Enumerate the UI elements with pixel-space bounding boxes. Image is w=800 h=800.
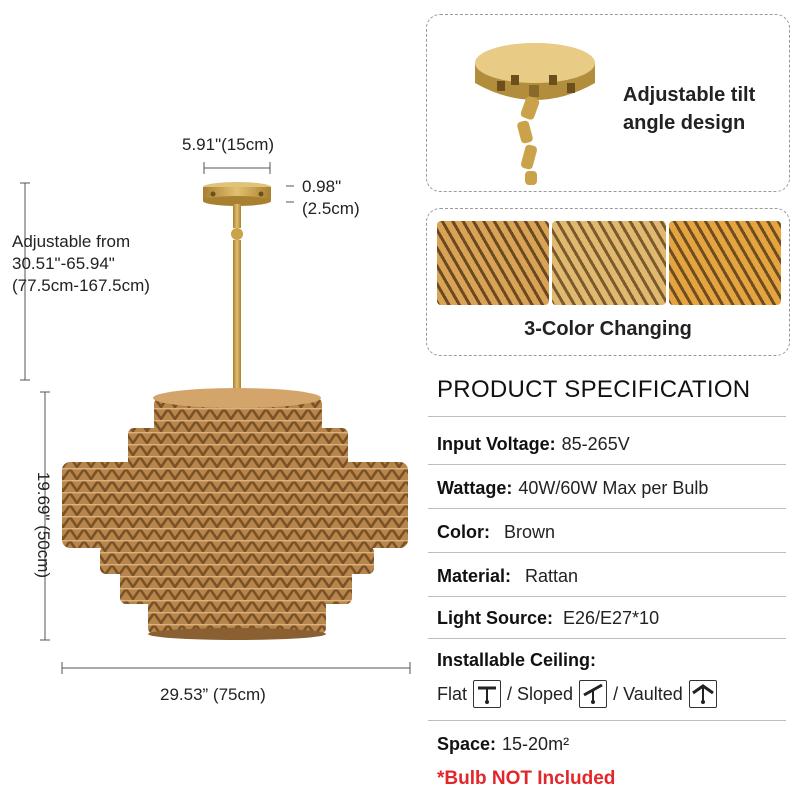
divider bbox=[428, 416, 786, 417]
space-value: 15-20m² bbox=[502, 734, 570, 754]
spec-row-ceiling-types: Flat / Sloped / Vaulted bbox=[437, 680, 785, 708]
ceiling-sloped-label: / Sloped bbox=[507, 683, 574, 704]
tilt-line-1: Adjustable tilt bbox=[623, 84, 756, 106]
spec-row-voltage: Input Voltage: 85-265V bbox=[437, 434, 785, 455]
space-label: Space: bbox=[437, 734, 497, 754]
spec-value: E26/E27*10 bbox=[563, 608, 660, 628]
shade-width-label: 29.53” (75cm) bbox=[160, 685, 266, 704]
divider bbox=[428, 508, 786, 509]
vaulted-ceiling-icon bbox=[688, 680, 717, 708]
spec-row-ceiling-label: Installable Ceiling: bbox=[437, 650, 785, 671]
spec-label: Material: bbox=[437, 566, 512, 586]
pendant-light-illustration bbox=[20, 162, 411, 674]
spec-value: 85-265V bbox=[561, 434, 630, 454]
bulb-not-included-note: *Bulb NOT Included bbox=[437, 768, 616, 789]
divider bbox=[428, 596, 786, 597]
dimension-lines bbox=[20, 162, 411, 674]
spec-label: Input Voltage: bbox=[437, 434, 556, 454]
spec-value: Brown bbox=[504, 522, 556, 542]
divider bbox=[428, 720, 786, 721]
adjustable-line-3: (77.5cm-167.5cm) bbox=[12, 276, 150, 295]
divider bbox=[428, 552, 786, 553]
adjustable-line-2: 30.51"-65.94" bbox=[12, 254, 115, 273]
spec-row-light-source: Light Source: E26/E27*10 bbox=[437, 608, 785, 629]
canopy-height-label: 0.98" (2.5cm) bbox=[302, 176, 360, 220]
tilt-line-2: angle design bbox=[623, 112, 746, 134]
spec-label: Color: bbox=[437, 522, 490, 542]
spec-label: Light Source: bbox=[437, 608, 553, 628]
ceiling-vaulted-label: / Vaulted bbox=[613, 683, 683, 704]
spec-row-space: Space: 15-20m² bbox=[437, 734, 785, 755]
spec-value: Rattan bbox=[525, 566, 579, 586]
adjustable-line-1: Adjustable from bbox=[12, 232, 131, 251]
canopy-closeup-image bbox=[475, 43, 595, 185]
canopy-width-label: 5.91"(15cm) bbox=[182, 135, 275, 154]
neutral-light-photo bbox=[552, 221, 666, 305]
color-changing-label: 3-Color Changing bbox=[524, 318, 692, 340]
spec-row-color: Color: Brown bbox=[437, 522, 785, 543]
tilt-feature-text: Adjustable tilt angle design bbox=[623, 81, 755, 137]
cool-light-photo bbox=[669, 221, 781, 305]
spec-label: Wattage: bbox=[437, 478, 513, 498]
adjustable-length-label: Adjustable from 30.51"-65.94" (77.5cm-16… bbox=[12, 231, 150, 297]
shade-height-label: 19.69" (50cm) bbox=[34, 471, 53, 579]
spec-title: PRODUCT SPECIFICATION bbox=[437, 376, 751, 403]
divider bbox=[428, 638, 786, 639]
spec-row-material: Material: Rattan bbox=[437, 566, 785, 587]
sloped-ceiling-icon bbox=[579, 680, 608, 708]
ceiling-label: Installable Ceiling: bbox=[437, 650, 597, 670]
spec-row-wattage: Wattage: 40W/60W Max per Bulb bbox=[437, 478, 785, 499]
flat-ceiling-icon bbox=[473, 680, 502, 708]
canopy-height-in: 0.98" bbox=[302, 177, 342, 196]
spec-value: 40W/60W Max per Bulb bbox=[518, 478, 709, 498]
warm-light-photo bbox=[437, 221, 549, 305]
rattan-shade bbox=[62, 388, 408, 640]
canopy-height-cm: (2.5cm) bbox=[302, 199, 360, 218]
tilt-feature-card: Adjustable tilt angle design bbox=[426, 14, 790, 192]
divider bbox=[428, 464, 786, 465]
ceiling-flat-label: Flat bbox=[437, 683, 468, 704]
